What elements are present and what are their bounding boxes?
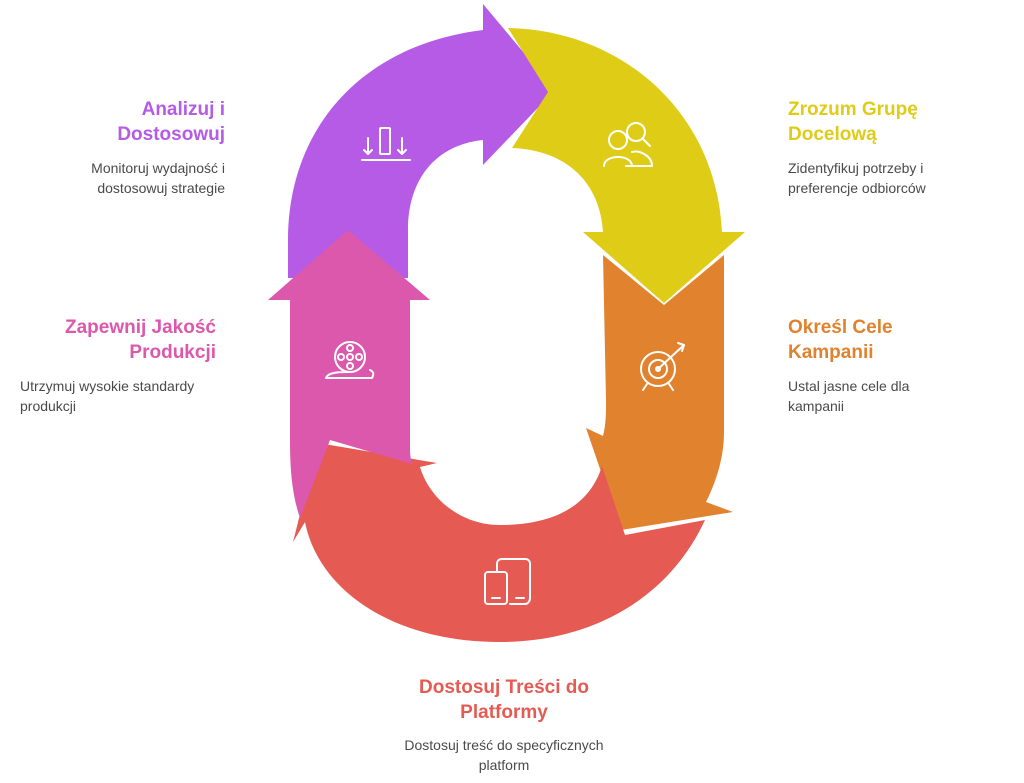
segment-goals xyxy=(586,255,733,530)
step-desc-goals: Ustal jasne cele dla kampanii xyxy=(788,378,910,414)
segment-quality xyxy=(268,230,430,518)
step-title-adapt: Dostosuj Treści do Platformy xyxy=(419,677,589,723)
film-reel-icon xyxy=(325,341,375,379)
step-title-goals: Określ Cele Kampanii xyxy=(788,317,893,363)
step-desc-quality: Utrzymuj wysokie standardy produkcji xyxy=(20,378,195,414)
segment-adapt xyxy=(293,443,705,642)
segment-analyze xyxy=(288,4,555,278)
target-icon xyxy=(640,342,685,391)
bar-chart-icon xyxy=(361,127,411,161)
step-title-quality: Zapewnij Jakość Produkcji xyxy=(64,317,216,363)
step-title-analyze: Analizuj i Dostosowuj xyxy=(117,99,225,145)
devices-icon xyxy=(484,558,531,605)
step-desc-analyze: Monitoruj wydajność i dostosowuj strateg… xyxy=(91,160,225,196)
audience-icon xyxy=(603,122,653,167)
step-desc-adapt: Dostosuj treść do specyficznych platform xyxy=(404,737,604,773)
step-desc-audience: Zidentyfikuj potrzeby i preferencje odbi… xyxy=(788,160,926,196)
step-title-audience: Zrozum Grupę Docelową xyxy=(788,99,918,145)
